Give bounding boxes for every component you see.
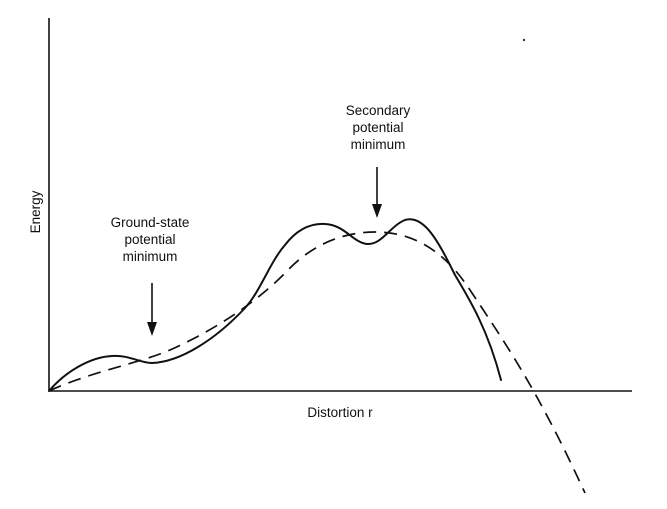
secondary-arrow-head bbox=[372, 204, 382, 218]
dashed-potential-curve bbox=[48, 231, 586, 494]
stray-dot bbox=[522, 38, 526, 42]
y-axis-label: Energy bbox=[28, 190, 43, 233]
x-axis-label: Distortion r bbox=[307, 405, 373, 420]
solid-potential-curve bbox=[48, 218, 502, 392]
secondary-label-line-1: Secondary bbox=[346, 103, 411, 118]
ground-state-label-line-2: potential bbox=[124, 232, 175, 247]
secondary-label-line-2: potential bbox=[352, 120, 403, 135]
ground-state-label-line-1: Ground-state bbox=[111, 215, 190, 230]
ground-state-label-line-3: minimum bbox=[123, 249, 178, 264]
secondary-label-line-3: minimum bbox=[351, 137, 406, 152]
ground-state-arrow-head bbox=[147, 322, 157, 336]
